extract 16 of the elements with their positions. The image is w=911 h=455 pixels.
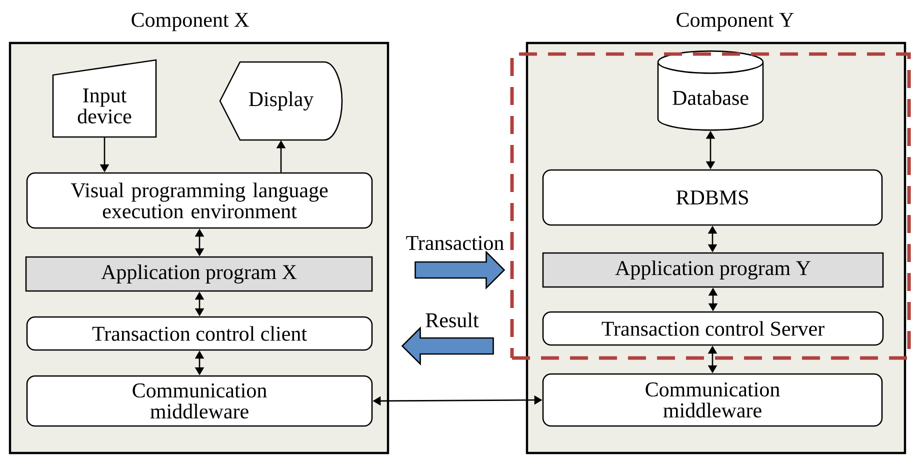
process-box: Transaction control Server bbox=[542, 311, 884, 346]
block-arrow bbox=[401, 326, 494, 366]
node-label: Component Y bbox=[676, 12, 794, 32]
edge-label: Result bbox=[424, 312, 480, 328]
program-bar: Application program Y bbox=[542, 252, 884, 288]
dashed-region bbox=[510, 52, 911, 360]
process-box: Visual programming language execution environment bbox=[26, 172, 373, 229]
process-box: Communication middleware bbox=[542, 373, 883, 427]
node-label: Component X bbox=[132, 12, 249, 32]
program-bar: Application program X bbox=[25, 256, 373, 292]
process-box: Communication middleware bbox=[26, 375, 373, 427]
edge-label: Transaction bbox=[404, 234, 506, 252]
process-box: Transaction control client bbox=[26, 316, 373, 351]
block-arrow bbox=[414, 250, 506, 290]
database-cylinder: Database bbox=[657, 50, 764, 131]
process-box: RDBMS bbox=[542, 169, 883, 226]
